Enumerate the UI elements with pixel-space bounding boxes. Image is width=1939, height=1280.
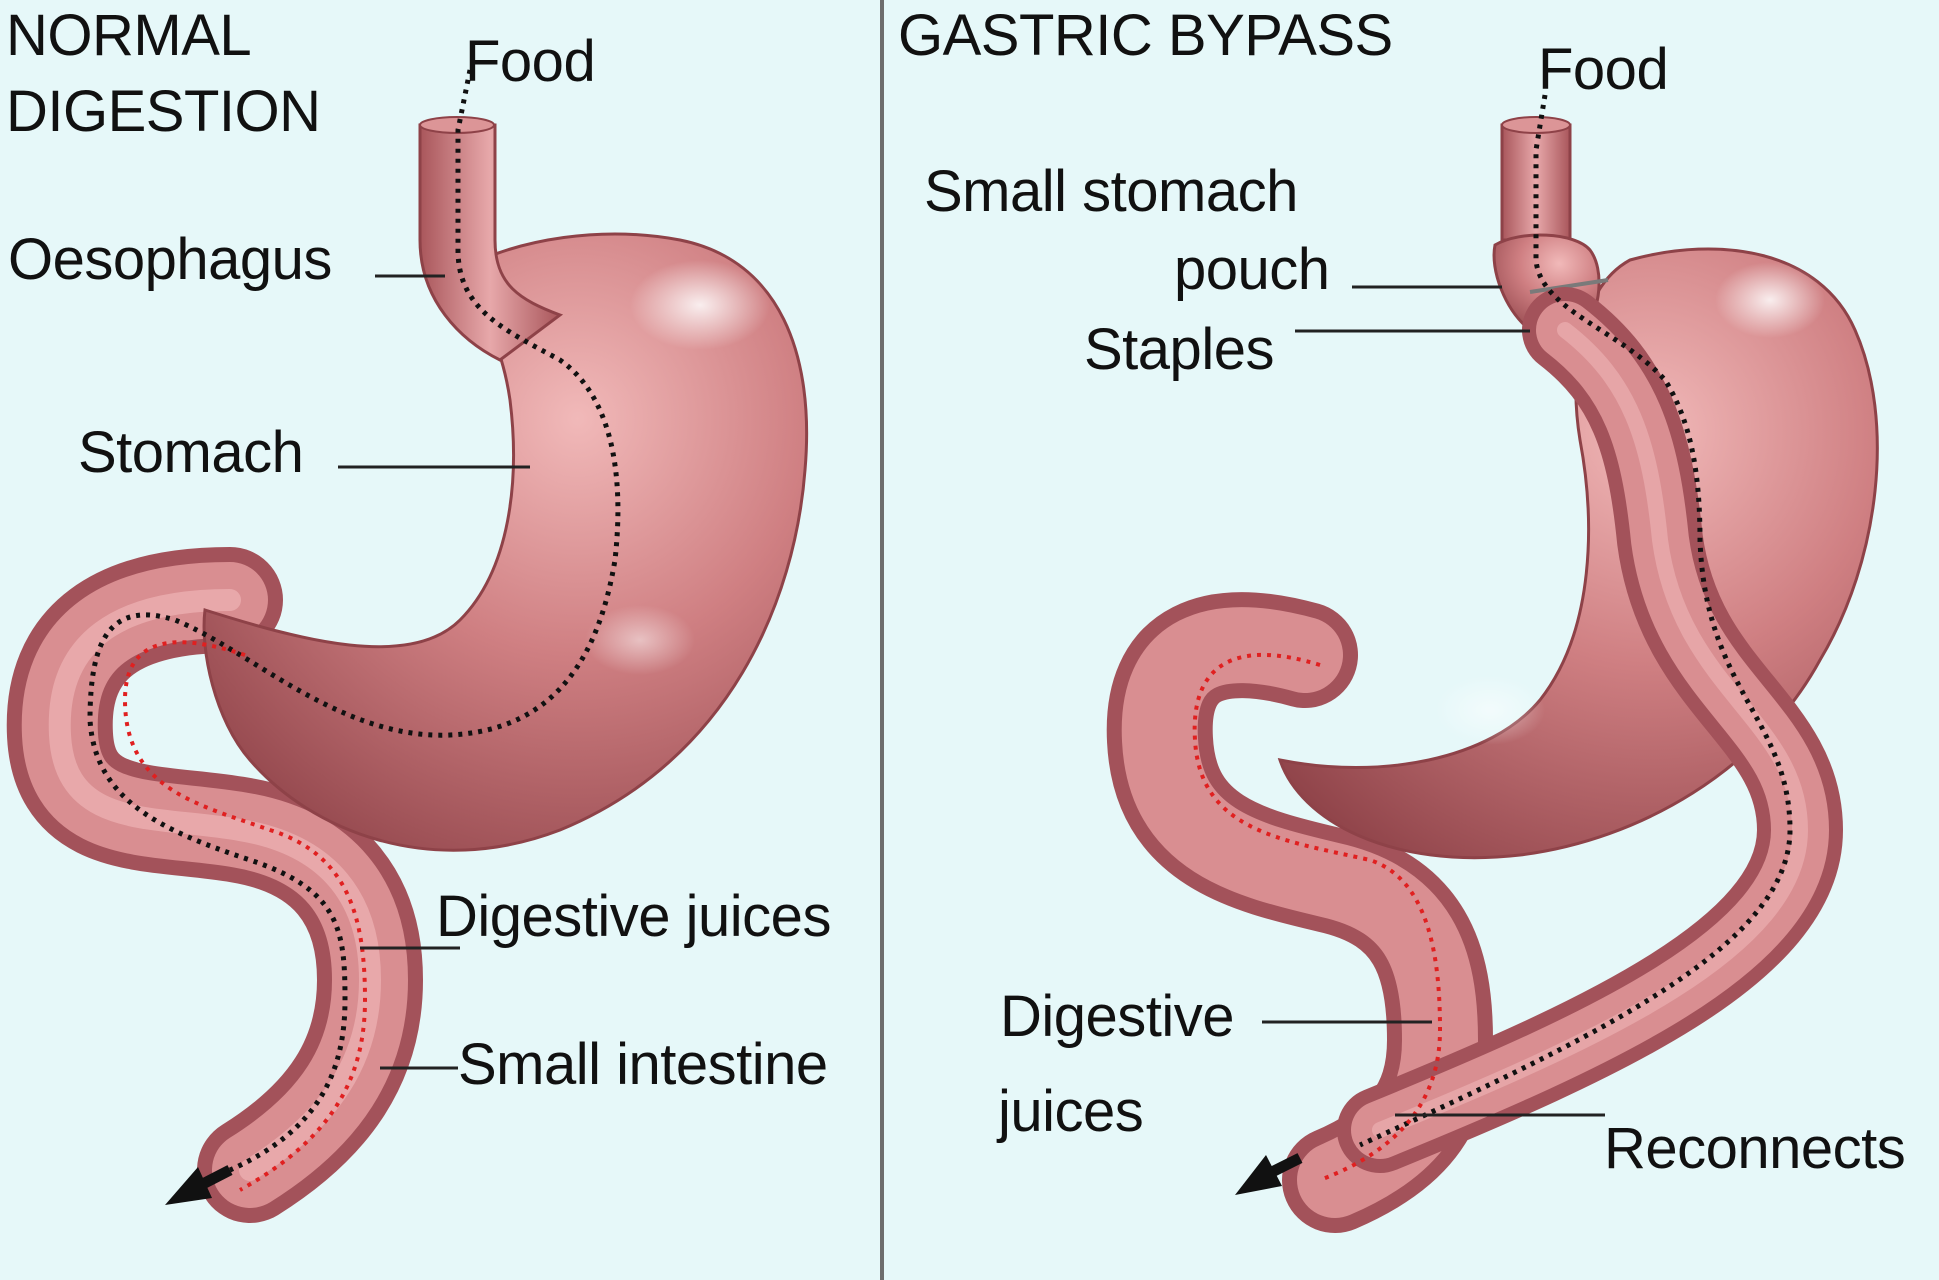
bypass-digestive-juices-label: Digestive — [1000, 984, 1235, 1049]
oesophagus — [418, 123, 564, 362]
food-label: Food — [465, 29, 596, 94]
panel-divider — [880, 0, 884, 1280]
normal-digestion-title-line2: DIGESTION — [6, 79, 321, 144]
stomach — [202, 232, 809, 852]
stomach-label: Stomach — [78, 420, 304, 485]
staples-label: Staples — [1084, 317, 1274, 382]
right-leader-lines — [1262, 285, 1605, 1117]
gastric-bypass-title: GASTRIC BYPASS — [898, 3, 1393, 68]
normal-digestion-title: NORMAL — [6, 3, 252, 68]
small-stomach-pouch-label: Small stomach — [924, 159, 1298, 224]
food-path — [87, 69, 621, 1173]
normal-digestion-panel — [6, 69, 809, 1223]
gastric-bypass-panel — [1106, 94, 1879, 1233]
left-leader-lines — [338, 274, 530, 1070]
exit-arrow-icon — [1235, 1153, 1303, 1195]
reconnects-label: Reconnects — [1604, 1116, 1906, 1181]
oesophagus-bypass — [1500, 123, 1572, 242]
digestive-juices-label: Digestive juices — [436, 884, 831, 949]
bypass-digestive-juices-label-line2: juices — [998, 1079, 1144, 1144]
bypass-food-label: Food — [1538, 37, 1669, 102]
juice-path — [122, 640, 368, 1192]
exit-arrow-icon — [165, 1165, 233, 1205]
small-intestine-label: Small intestine — [458, 1032, 828, 1097]
oesophagus-label: Oesophagus — [8, 227, 332, 292]
small-stomach-pouch-label-line2: pouch — [1174, 237, 1330, 302]
staples-line — [1529, 278, 1609, 294]
